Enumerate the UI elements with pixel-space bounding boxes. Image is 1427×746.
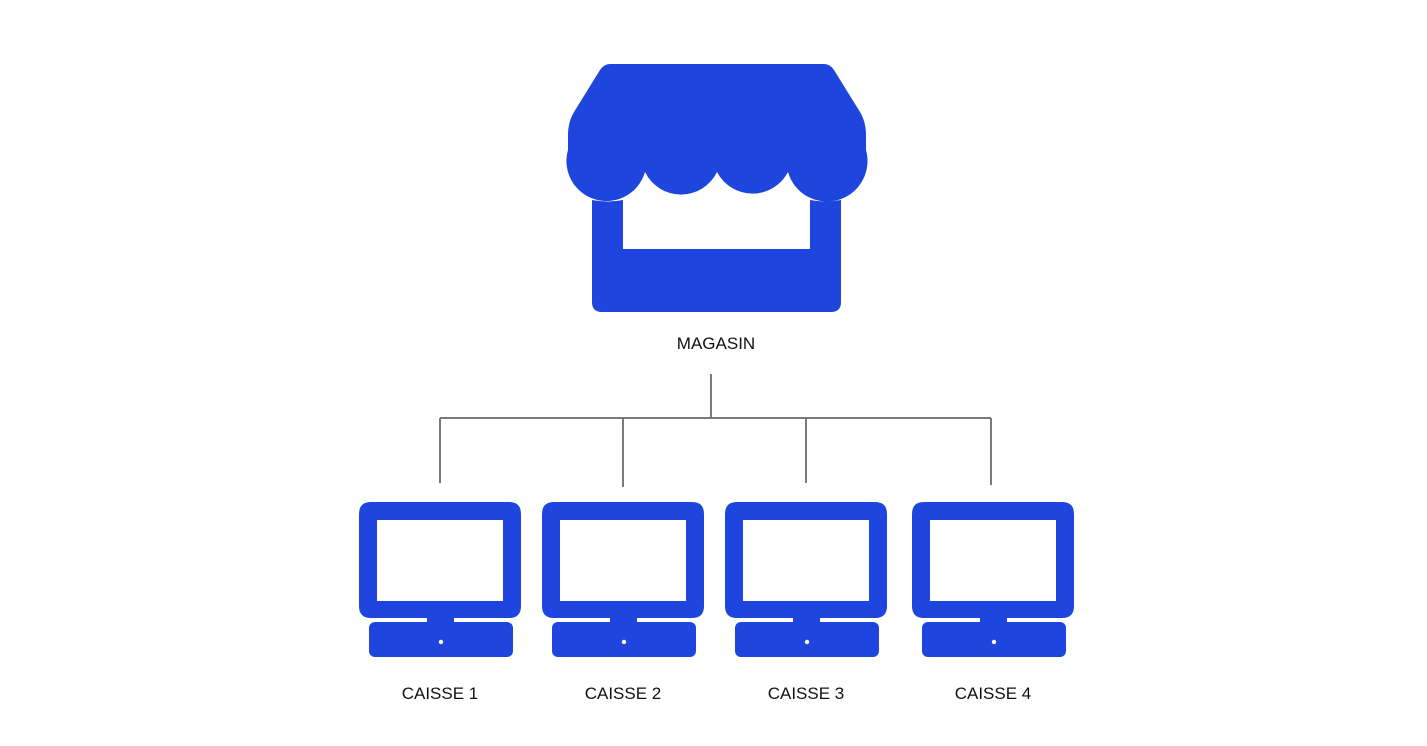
register-label: CAISSE 3	[768, 684, 845, 703]
register-1: CAISSE 1	[359, 502, 521, 703]
monitor	[542, 502, 704, 618]
register-base	[552, 622, 696, 657]
register-4: CAISSE 4	[912, 502, 1074, 703]
computer-icon	[359, 502, 521, 657]
base-dot	[804, 639, 810, 645]
register-base	[369, 622, 513, 657]
base-dot	[621, 639, 627, 645]
connector-lines	[439, 374, 992, 487]
monitor	[725, 502, 887, 618]
register-base	[735, 622, 879, 657]
monitor	[359, 502, 521, 618]
register-2: CAISSE 2	[542, 502, 704, 703]
register-base	[922, 622, 1066, 657]
base-dot	[991, 639, 997, 645]
monitor-neck	[610, 617, 637, 623]
store-label: MAGASIN	[677, 334, 755, 353]
register-label: CAISSE 1	[402, 684, 479, 703]
base-dot	[438, 639, 444, 645]
register-label: CAISSE 4	[955, 684, 1032, 703]
monitor-neck	[980, 617, 1007, 623]
computer-icon	[912, 502, 1074, 657]
store-icon	[566, 64, 868, 312]
register-3: CAISSE 3	[725, 502, 887, 703]
monitor-neck	[427, 617, 454, 623]
awning	[566, 64, 868, 202]
register-label: CAISSE 2	[585, 684, 662, 703]
computer-icon	[725, 502, 887, 657]
computer-icon	[542, 502, 704, 657]
monitor	[912, 502, 1074, 618]
storefront	[592, 200, 841, 312]
monitor-neck	[793, 617, 820, 623]
